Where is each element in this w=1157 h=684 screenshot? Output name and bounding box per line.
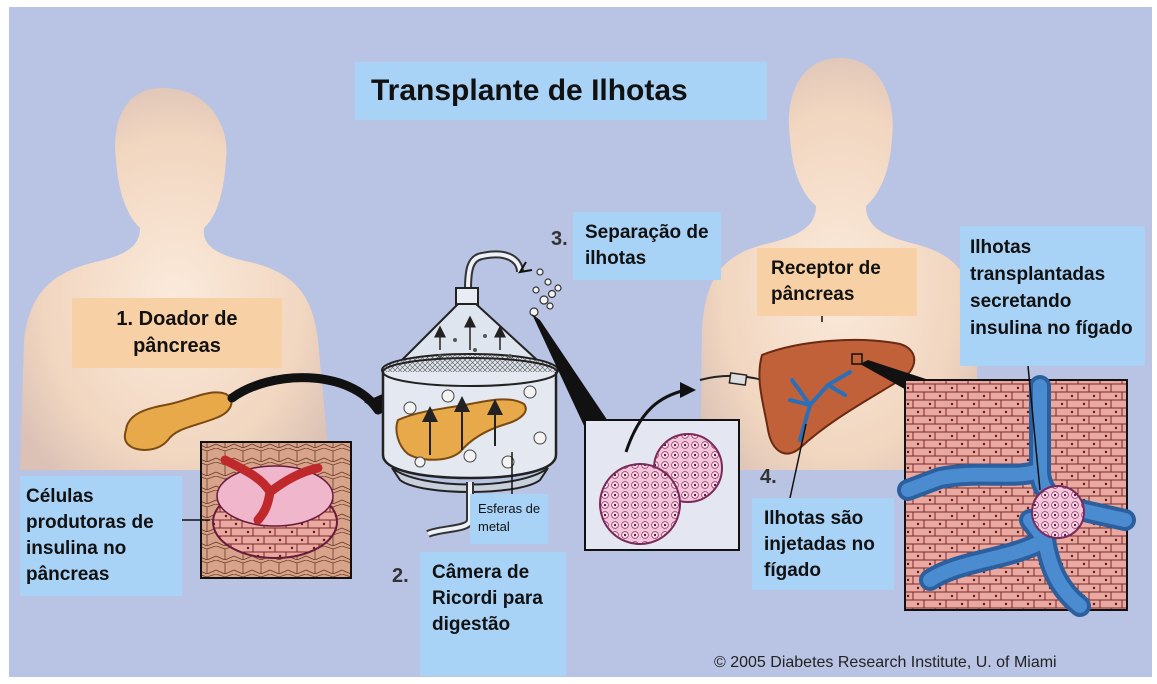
transplanted-islets-label: Ilhotas transplantadas secretando insuli… bbox=[960, 226, 1145, 366]
ricordi-chamber-label: Câmera de Ricordi para digestão bbox=[420, 552, 566, 676]
copyright: © 2005 Diabetes Research Institute, U. o… bbox=[714, 654, 1057, 672]
insulin-cells-label: Células produtoras de insulina no pâncre… bbox=[20, 476, 182, 596]
step2-number: 2. bbox=[392, 565, 409, 588]
recipient-label: Receptor de pâncreas bbox=[757, 248, 917, 316]
insulin-cells-inset bbox=[201, 442, 351, 578]
islet-separation-label: Separação de ilhotas bbox=[573, 212, 721, 280]
step4-number: 4. bbox=[760, 466, 777, 489]
metal-spheres-label: Esferas de metal bbox=[470, 494, 548, 544]
islet-inset bbox=[585, 420, 739, 550]
separated-islets bbox=[530, 269, 561, 316]
step3-number: 3. bbox=[551, 228, 568, 251]
injected-islets-label: Ilhotas são injetadas no fígado bbox=[752, 498, 894, 590]
donor-label: 1. Doador de pâncreas bbox=[72, 298, 282, 368]
ricordi-chamber bbox=[382, 254, 558, 534]
diagram-title: Transplante de Ilhotas bbox=[355, 62, 767, 120]
liver-tissue-inset bbox=[905, 380, 1127, 610]
